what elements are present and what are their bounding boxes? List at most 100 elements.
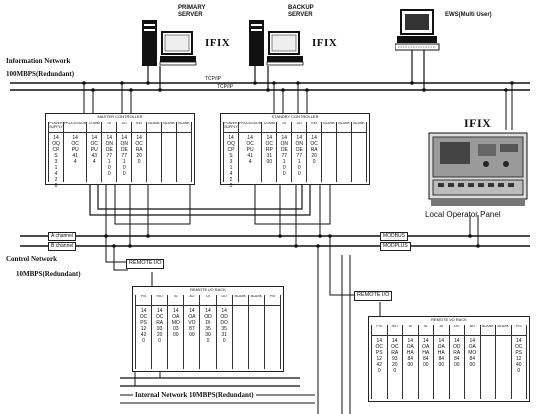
remote-io-rack-2-slot-module-code: 14 OC PS 12 40 0 [515, 338, 523, 374]
master-controller-slot-header: PROCESSOR [63, 122, 87, 133]
master-controller-slot: BLANK [146, 122, 162, 182]
remote-io-rack-2-slot-module-code: 14 OA HA 84 00 [437, 338, 445, 368]
master-controller-slot-module-code [147, 133, 161, 135]
information-network-title: Information Network [6, 57, 71, 65]
remote-io-rack-1-slot-header: P/S [136, 295, 152, 306]
remote-io-rack-2-slot-header: BLANK [480, 325, 495, 336]
master-controller-slot: DI 14 ON OE 77 1 0 0 [101, 122, 117, 182]
remote-io-rack-1-slot-module-code: 14 OC RA 93 20 0 [155, 308, 164, 344]
remote-io-rack-1-slot-module-code [249, 306, 264, 308]
standby-controller-slot-header: BLANK [337, 122, 352, 133]
master-controller-slot-module-code: 14 OC PU 41 4 [71, 135, 79, 165]
standby-controller-slot: BLANK [336, 122, 352, 182]
backup-server-icon [249, 20, 304, 66]
remote-io-rack-1-slot: P/S [263, 295, 281, 369]
remote-io-rack-1-slot: DI 14 OD DI 35 30 0 [199, 295, 216, 369]
master-controller-slot-module-code: 14 ON OE 77 1 0 0 [120, 135, 128, 177]
remote-io-rack-1-slot-header: AO [184, 295, 200, 306]
remote-io-rack-1-slot-module-code [265, 306, 280, 308]
master-controller-slot-module-code: 14 OQ CP S 3 1 4 2 0 [52, 135, 60, 189]
standby-controller-slot-module-code: 14 OC RP 31 00 [265, 135, 274, 165]
standby-controller-slot-module-code: 14 OC RA 20 0 [310, 135, 318, 165]
modplus-label: MODPLUS [380, 242, 411, 251]
remote-io-rack-2-slot: P/S 14 OC PS 12 40 0 [510, 325, 527, 399]
remote-io-rack-2-slot: BLANK [495, 325, 511, 399]
remote-io-rack-1-slot-header: BLANK [232, 295, 248, 306]
master-controller-slot-header: DO [117, 122, 132, 133]
remote-io-rack-1-slot-module-code [233, 306, 248, 308]
standby-controller-slot-header: DO [292, 122, 307, 133]
remote-io-rack-2-slot: RIO 14 OC RA 93 20 0 [386, 325, 402, 399]
remote-io-rack-2-slot-module-code [481, 336, 496, 338]
primary-server-label: PRIMARY SERVER [178, 5, 206, 18]
master-controller-slot-header: BLANK [177, 122, 191, 133]
standby-controller-slot-header: BLANK [352, 122, 366, 133]
remote-io-rack-1-slot: BLANK [231, 295, 248, 369]
ews-workstation-icon [395, 9, 440, 51]
remote-io-rack-2-slot-header: AO [465, 325, 480, 336]
local-operator-panel-icon [428, 132, 528, 206]
master-controller-slot-module-code: 14 ON OE 77 1 0 0 [105, 135, 114, 177]
a-channel-label: A channel [48, 232, 76, 241]
standby-controller-slot-header: COMM [262, 122, 277, 133]
ews-label: EWS(Multi User) [445, 12, 492, 18]
local-panel-ifix-label: IFIX [464, 116, 492, 130]
remote-io-rack-2-slot-header: P/S [372, 325, 387, 336]
remote-io-rack-2-slot-header: BLANK [496, 325, 511, 336]
remote-io-rack-1-slot-module-code: 14 OC PS 12 42 0 [139, 308, 148, 344]
master-controller-slot-header: DI [102, 122, 117, 133]
control-network-speed: 10MBPS(Redundant) [16, 270, 81, 278]
remote-io-rack-2-slot: P/S 14 OC PS 12 42 0 [371, 325, 387, 399]
remote-io-rack-2-slot-module-code: 14 OC RA 93 20 0 [391, 338, 399, 374]
master-controller-slot-header: COMM [87, 122, 102, 133]
remote-io-rack-2-slot-header: RIO [387, 325, 402, 336]
information-network-speed: 100MBPS(Redundant) [6, 70, 75, 78]
control-network-title: Control Network [6, 255, 58, 263]
master-controller-slot-header: BLANK [147, 122, 162, 133]
remote-io-rack-2-slot-header: DO [449, 325, 464, 336]
remote-io-rack-2-slot-module-code [496, 336, 511, 338]
backup-server-label: BACKUP SERVER [288, 5, 314, 18]
standby-controller-slot-header: PROCESSOR [238, 122, 262, 133]
backup-ifix-label: IFIX [312, 37, 338, 49]
remote-io-rack-2-slot-header: AI [418, 325, 433, 336]
primary-server-icon [142, 20, 197, 66]
remote-io-rack-2-slot-header: AI [403, 325, 418, 336]
master-controller-slot-header: BLANK [162, 122, 177, 133]
master-controller-slot: BLANK [161, 122, 177, 182]
remote-io-rack-2-slot-header: P/S [511, 325, 526, 336]
remote-io-rack-2-title: REMOTE I/O RACK [431, 317, 467, 322]
standby-controller-slot-header: BLANK [322, 122, 337, 133]
remote-io-rack-1-slot-header: DI [200, 295, 216, 306]
standby-controller-slot-module-code: 14 OQ CP S 3 1 4 2 0 [227, 135, 235, 189]
b-channel-label: B channel [48, 242, 77, 251]
tcpip-label-2: TCP/IP [217, 84, 234, 90]
remote-io-rack-1-slot-module-code: 14 OD DI 35 30 0 [204, 308, 212, 344]
standby-controller-slot: COMM 14 OC RP 31 00 [261, 122, 277, 182]
remote-io-rack-1-title: REMOTE I/O RACK [190, 287, 226, 292]
remote-io-rack-2-slot-module-code: 14 OC PS 12 42 0 [375, 338, 384, 374]
master-controller-slot: DO 14 ON OE 77 1 0 0 [116, 122, 132, 182]
remote-io-rack-2-slot-module-code: 14 OD RA 84 00 [453, 338, 461, 368]
standby-controller-slot-header: DI [277, 122, 292, 133]
standby-controller-title: STANDBY CONTROLLER [271, 114, 319, 119]
remote-io-rack-1-slot: BLANK [247, 295, 264, 369]
